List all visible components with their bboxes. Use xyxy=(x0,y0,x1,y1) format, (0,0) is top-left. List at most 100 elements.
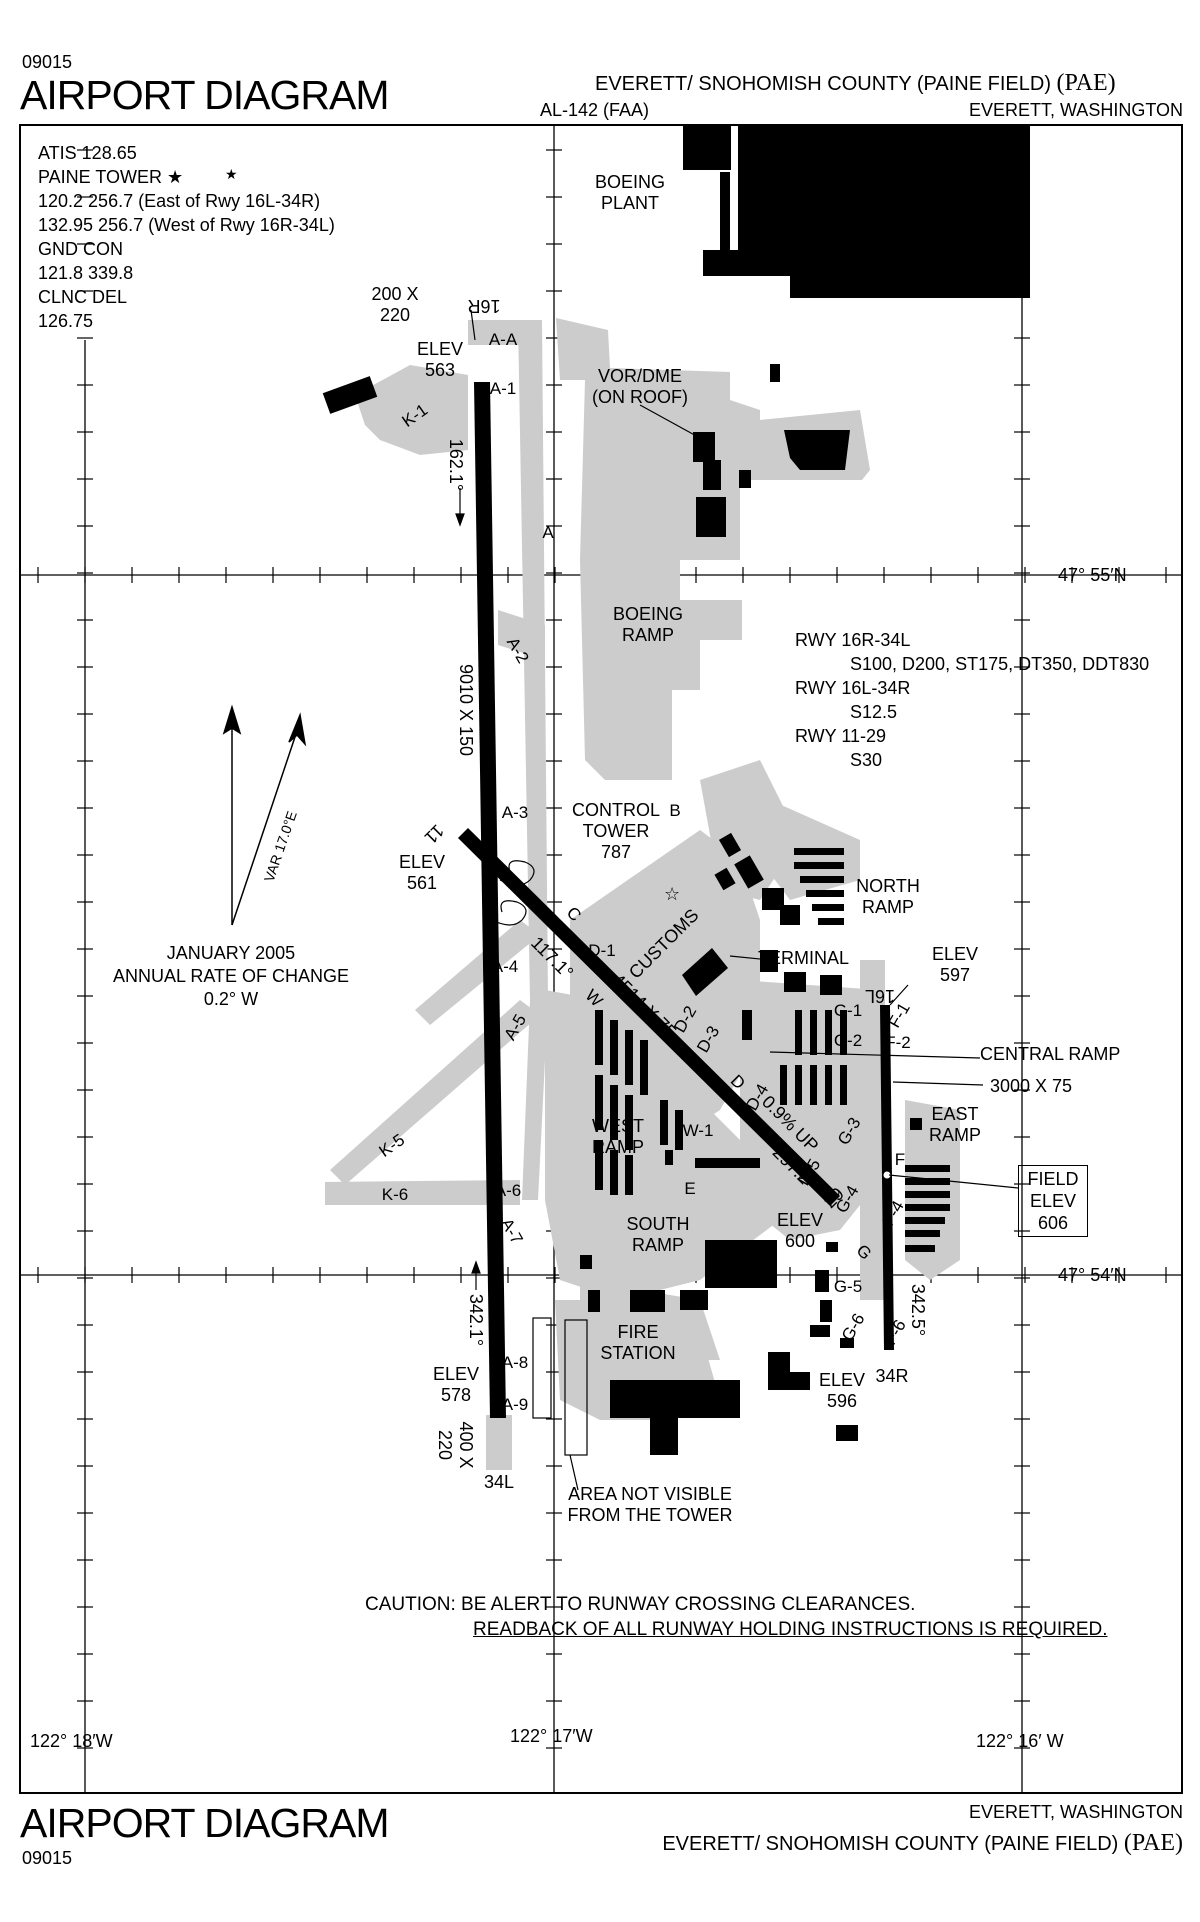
north-ramp-hangars xyxy=(794,848,844,925)
rwy-16r-dims-label: 9010 X 150 xyxy=(456,664,476,756)
airport-name: EVERETT/ SNOHOMISH COUNTY (PAINE FIELD) … xyxy=(595,70,1116,96)
magnetic-north-arrowhead xyxy=(288,712,307,747)
building xyxy=(820,975,842,995)
rwy-16r-heading-label: 162.1° xyxy=(446,439,466,491)
taxiway-label: F-2 xyxy=(885,1033,911,1052)
magnetic-north-arrow xyxy=(231,727,299,926)
true-north-arrowhead xyxy=(222,704,242,735)
building xyxy=(742,1010,752,1040)
a-a-connector xyxy=(468,320,520,345)
building xyxy=(705,1240,777,1288)
freq-gnd-label: GND CON xyxy=(38,239,123,259)
footer-airport-name: EVERETT/ SNOHOMISH COUNTY (PAINE FIELD) … xyxy=(662,1830,1183,1856)
lat-55n-label: 47° 55′N xyxy=(1058,565,1127,585)
magnetic-variation-note: JANUARY 2005 ANNUAL RATE OF CHANGE 0.2° … xyxy=(100,942,362,1011)
freq-tower: PAINE TOWER ★ xyxy=(38,167,184,187)
building xyxy=(630,1290,665,1312)
taxiway-label: G-1 xyxy=(834,1001,862,1020)
building xyxy=(836,1425,858,1441)
a-2-connector xyxy=(498,610,545,660)
area-not-visible-boxes xyxy=(532,1317,588,1456)
rwy-34r-heading-label: 342.5° xyxy=(908,1284,928,1336)
taxiway-label: W-1 xyxy=(683,1121,714,1140)
heading-arrows xyxy=(455,488,481,1290)
procedure-id: AL-142 (FAA) xyxy=(540,100,650,120)
building xyxy=(683,125,731,170)
building xyxy=(703,460,721,490)
taxiway-label: D-1 xyxy=(588,941,615,960)
freq-tower-east: 120.2 256.7 (East of Rwy 16L-34R) xyxy=(38,191,321,211)
caution-line-1: CAUTION: BE ALERT TO RUNWAY CROSSING CLE… xyxy=(365,1594,916,1615)
taxiway-label: G-2 xyxy=(834,1031,862,1050)
label-central-ramp: CENTRAL RAMP xyxy=(980,1044,1120,1064)
tower-part-time-star-icon: ★ xyxy=(225,166,238,182)
label-vor-dme: VOR/DME(ON ROOF) xyxy=(592,366,688,407)
taxiway-label: F xyxy=(895,1150,905,1169)
field-elev-label: FIELD ELEV xyxy=(1027,1169,1079,1211)
airport-city: EVERETT, WASHINGTON xyxy=(968,100,1183,120)
caution-line-2: READBACK OF ALL RUNWAY HOLDING INSTRUCTI… xyxy=(473,1619,1108,1640)
building xyxy=(784,972,806,992)
taxiway-label: A-3 xyxy=(502,803,528,822)
rwy-16r-34l-strength: S100, D200, ST175, DT350, DDT830 xyxy=(850,654,1150,674)
taxiway-label: A xyxy=(542,523,554,542)
rwy-16r-end-label: 16R xyxy=(467,296,500,316)
taxiway-label: A-A xyxy=(489,330,518,349)
runway-16r-34l xyxy=(474,382,506,1418)
rwy-11-29-strength: S30 xyxy=(850,750,883,770)
taxiway-label: A-4 xyxy=(492,957,518,976)
taxiway-label: A-9 xyxy=(502,1395,528,1414)
lat-54n-label: 47° 54′N xyxy=(1058,1265,1127,1285)
rwy-16l-end-label: 16L xyxy=(865,986,895,1006)
central-ramp-hangars xyxy=(780,1010,847,1105)
taxiway-k6 xyxy=(325,1180,520,1205)
hot-spot-symbol xyxy=(491,900,527,926)
building xyxy=(815,1270,829,1292)
taxiway-label: G-5 xyxy=(834,1277,862,1296)
building xyxy=(810,1325,830,1337)
rwy-34l-overrun-label: 400 X220 xyxy=(435,1421,476,1468)
freq-gnd: 121.8 339.8 xyxy=(38,263,134,283)
taxiway-a5-branch xyxy=(415,920,540,1025)
label-terminal: TERMINAL xyxy=(758,948,849,968)
building xyxy=(768,1352,810,1390)
lon-16w-label: 122° 16′ W xyxy=(976,1731,1064,1751)
rwy-11-end-label: 11 xyxy=(421,821,448,848)
leader-lines xyxy=(470,309,1019,1189)
freq-atis: ATIS 128.65 xyxy=(38,143,137,163)
building xyxy=(760,950,778,972)
rwy-11-29-label: RWY 11-29 xyxy=(795,726,887,746)
hot-spot-symbol xyxy=(499,860,535,886)
taxiway-label: A-1 xyxy=(490,379,516,398)
east-ramp-hangars xyxy=(905,1118,950,1252)
freq-clnc-label: CLNC DEL xyxy=(38,287,128,307)
lon-18w-label: 122° 18′W xyxy=(30,1731,113,1751)
airport-id: (PAE) xyxy=(1056,70,1116,96)
taxiway-label: A-6 xyxy=(495,1181,521,1200)
rwy-34l-overrun xyxy=(486,1415,512,1470)
control-tower-icon: ☆ xyxy=(664,884,680,904)
leader-area-not-visible xyxy=(569,1454,579,1491)
building xyxy=(762,888,784,910)
footer-chart-number: 09015 xyxy=(22,1848,73,1868)
taxiway-label: E xyxy=(684,1179,695,1198)
field-elev-value: 606 xyxy=(1037,1213,1069,1233)
variation-date: JANUARY 2005 xyxy=(166,943,296,963)
freq-clnc: 126.75 xyxy=(38,311,94,331)
magnetic-arrows xyxy=(222,704,307,926)
building xyxy=(820,1300,832,1322)
building xyxy=(720,172,730,250)
k1-apron xyxy=(355,365,468,455)
building xyxy=(840,1338,854,1348)
